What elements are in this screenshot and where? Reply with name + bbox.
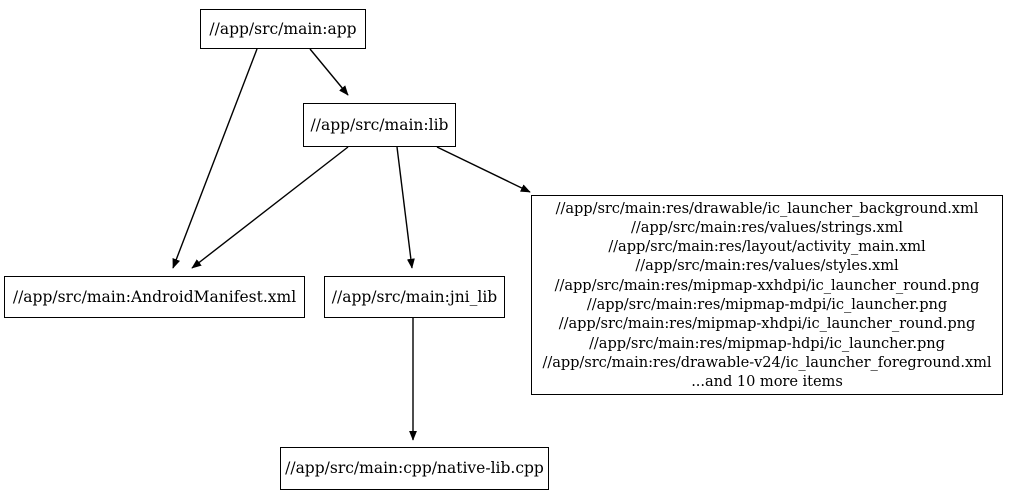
edge-lib-to-androidmanifest [191, 146, 349, 269]
graph-node-native-lib-cpp-label: //app/src/main:cpp/native-lib.cpp [285, 459, 544, 477]
graph-node-app-label: //app/src/main:app [209, 19, 357, 38]
graph-node-lib[interactable]: //app/src/main:lib [303, 103, 456, 147]
graph-node-lib-label: //app/src/main:lib [310, 115, 449, 134]
graph-node-jni-lib-label: //app/src/main:jni_lib [331, 287, 498, 306]
graph-node-res-group[interactable]: //app/src/main:res/drawable/ic_launcher_… [531, 195, 1003, 395]
graph-node-androidmanifest-label: //app/src/main:AndroidManifest.xml [12, 287, 297, 306]
graph-node-jni-lib[interactable]: //app/src/main:jni_lib [324, 276, 505, 318]
edge-lib-to-res-group [436, 146, 531, 193]
graph-node-native-lib-cpp[interactable]: //app/src/main:cpp/native-lib.cpp [280, 447, 549, 490]
edge-app-to-androidmanifest [172, 48, 258, 269]
edge-lib-to-jni-lib [396, 146, 415, 269]
edge-app-to-lib [309, 48, 349, 96]
graph-node-androidmanifest[interactable]: //app/src/main:AndroidManifest.xml [4, 276, 305, 318]
graph-node-app[interactable]: //app/src/main:app [200, 9, 366, 49]
graph-node-res-group-label: //app/src/main:res/drawable/ic_launcher_… [542, 199, 992, 391]
